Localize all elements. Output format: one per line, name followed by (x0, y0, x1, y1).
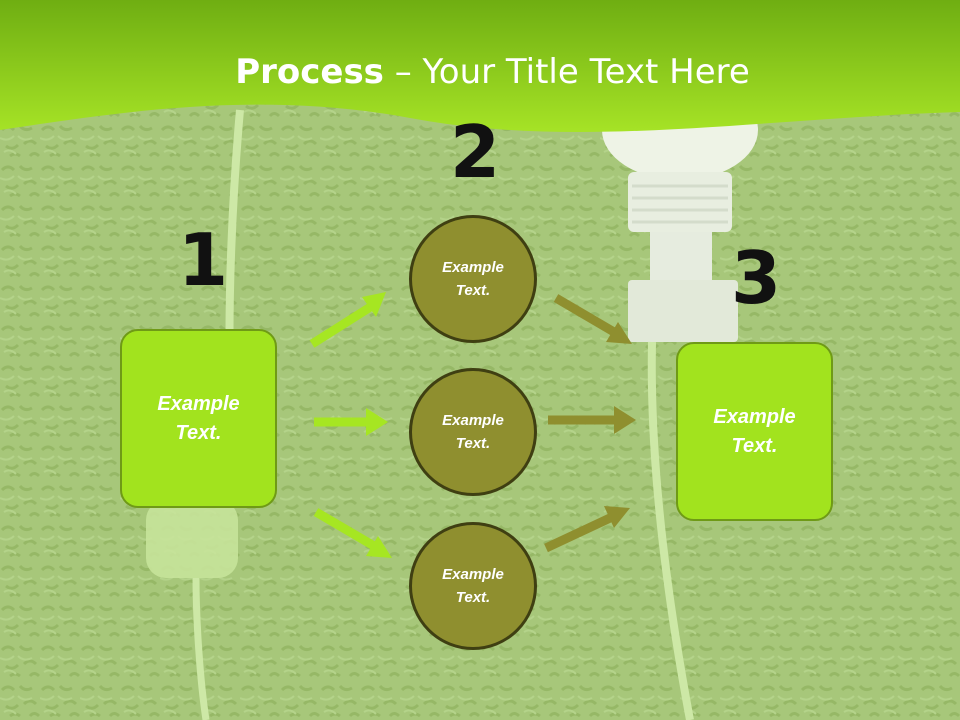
title-bold: Process (235, 52, 384, 92)
arrow-to-circle-3 (313, 508, 377, 550)
arrow-from-circle-3 (544, 513, 612, 553)
box-right-text: Example Text. (713, 405, 796, 457)
header-band (0, 0, 960, 133)
step-number-1: 1 (178, 218, 229, 302)
circle-3-text: Example Text. (442, 566, 504, 606)
slide-title: Process – Your Title Text Here (0, 52, 960, 92)
title-rest: – Your Title Text Here (383, 52, 750, 92)
circle-2-text: Example Text. (442, 412, 504, 452)
circle-2: Example Text. (409, 368, 537, 496)
right-cable (647, 341, 694, 720)
circle-1-text: Example Text. (442, 259, 504, 299)
left-cable-bottom (192, 577, 210, 720)
step-number-2: 2 (450, 110, 501, 194)
arrow-from-circle-1 (553, 294, 617, 336)
arrows-right (544, 294, 636, 553)
box-left-text: Example Text. (157, 392, 240, 444)
circle-1: Example Text. (409, 215, 537, 343)
box-right: Example Text. (676, 342, 833, 521)
box-left: Example Text. (120, 329, 277, 508)
circle-3: Example Text. (409, 522, 537, 650)
arrows-left (309, 292, 392, 558)
socket (628, 280, 738, 342)
arrow-to-circle-1 (309, 302, 375, 348)
step-number-3: 3 (731, 236, 782, 320)
left-plug (146, 500, 238, 578)
